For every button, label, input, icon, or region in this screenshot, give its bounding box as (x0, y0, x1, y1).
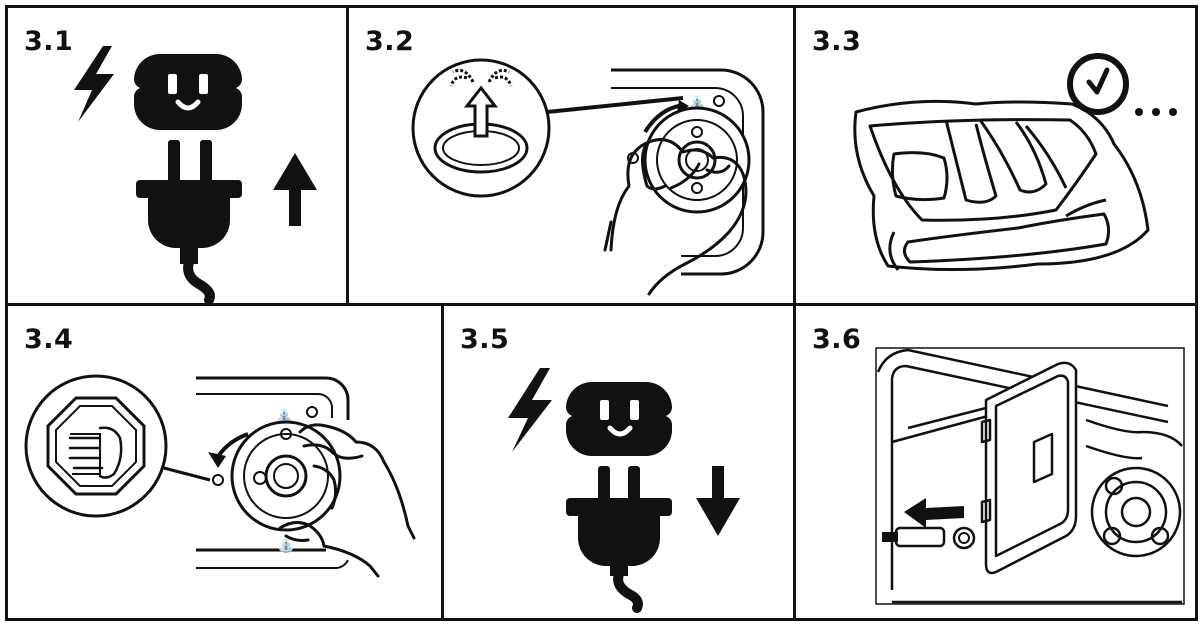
panel-step-3-1: 3.1 (8, 8, 346, 303)
arrow-down-icon (696, 466, 740, 536)
panel-step-3-6: 3.6 (796, 306, 1195, 618)
callout-line (546, 96, 684, 114)
power-cable-connector (882, 526, 976, 550)
step-number: 3.4 (24, 324, 74, 355)
step-number: 3.6 (812, 324, 862, 355)
rotate-arrow-icon (643, 104, 680, 134)
screw-icon (306, 406, 318, 418)
jet-fitting-illustration (1090, 466, 1182, 558)
step-number: 3.3 (812, 26, 862, 57)
row-divider (8, 303, 1195, 306)
panel-step-3-3: 3.3 (796, 8, 1195, 303)
spa-wall-frame (196, 376, 350, 569)
screw-icon (713, 95, 725, 107)
rotate-arrowhead-icon (677, 100, 689, 114)
divider-1 (346, 8, 349, 303)
outlet-icon (134, 54, 242, 130)
plug-icon (136, 140, 242, 303)
lightning-icon (508, 368, 552, 452)
divider-3 (441, 306, 444, 618)
fountain-marker-icon: ⛲ (276, 408, 292, 424)
pump-housing-illustration (876, 348, 1183, 604)
lightning-icon (74, 46, 114, 122)
hand-illustration (278, 423, 416, 578)
rotate-arrowhead-icon (208, 452, 226, 468)
fountain-marker-icon: ⛲ (278, 538, 294, 554)
stop-hand-icon (24, 374, 168, 518)
step-number: 3.5 (460, 324, 510, 355)
arrow-left-icon (904, 498, 964, 528)
outlet-icon (566, 382, 672, 456)
panel-step-3-2: 3.2 ⛲ (349, 8, 793, 303)
clock-icon (1067, 53, 1177, 116)
hand-illustration (603, 138, 748, 296)
fountain-icon (411, 58, 551, 198)
panel-step-3-4: 3.4 ⛲ ⛲ (8, 306, 441, 618)
deflated-spa-illustration (853, 99, 1150, 272)
step-number: 3.1 (24, 26, 74, 57)
callout-line (163, 466, 211, 482)
arrow-up-icon (273, 153, 317, 226)
panel-step-3-5: 3.5 (444, 306, 793, 618)
instruction-grid: 3.1 3.2 (5, 5, 1198, 621)
open-access-door (980, 361, 1078, 575)
dial-knob (230, 420, 342, 532)
plug-icon (566, 466, 672, 613)
divider-4 (793, 306, 796, 618)
step-number: 3.2 (365, 26, 415, 57)
divider-2 (793, 8, 796, 303)
screw-icon (212, 474, 224, 486)
